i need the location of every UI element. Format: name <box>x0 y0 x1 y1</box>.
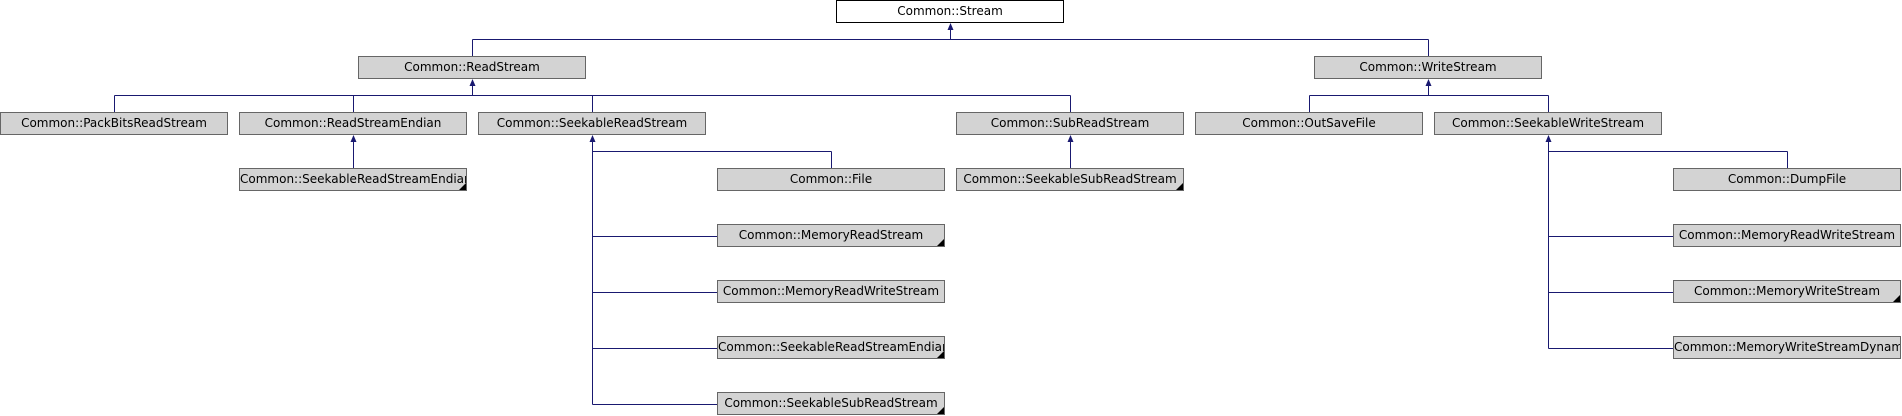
class-node-memread[interactable]: Common::MemoryReadStream <box>717 224 945 247</box>
class-node-memrw1[interactable]: Common::MemoryReadWriteStream <box>717 280 945 303</box>
arrow-into-writestream <box>1425 79 1432 86</box>
arrow-into-stream <box>947 23 954 30</box>
class-node-memrw2[interactable]: Common::MemoryReadWriteStream <box>1673 224 1901 247</box>
arrow-into-seekablewrite <box>1545 135 1552 142</box>
class-node-seekablewrite[interactable]: Common::SeekableWriteStream <box>1434 112 1662 135</box>
arrow-into-subread <box>1067 135 1074 142</box>
class-node-memwrite[interactable]: Common::MemoryWriteStream <box>1673 280 1901 303</box>
class-node-writestream[interactable]: Common::WriteStream <box>1314 56 1542 79</box>
class-node-packbits[interactable]: Common::PackBitsReadStream <box>0 112 228 135</box>
arrow-into-readstream <box>469 79 476 86</box>
class-node-readendian[interactable]: Common::ReadStreamEndian <box>239 112 467 135</box>
class-node-readstream[interactable]: Common::ReadStream <box>358 56 586 79</box>
class-node-outsave[interactable]: Common::OutSaveFile <box>1195 112 1423 135</box>
class-node-seeksub2[interactable]: Common::SeekableSubReadStream <box>956 168 1184 191</box>
class-node-seeksub1[interactable]: Common::SeekableSubReadStream <box>717 392 945 415</box>
class-node-seekreadendian2[interactable]: Common::SeekableReadStreamEndian <box>717 336 945 359</box>
class-node-file[interactable]: Common::File <box>717 168 945 191</box>
class-node-seekableread[interactable]: Common::SeekableReadStream <box>478 112 706 135</box>
class-node-seekreadendian1[interactable]: Common::SeekableReadStreamEndian <box>239 168 467 191</box>
arrow-into-seekableread <box>589 135 596 142</box>
class-node-dumpfile[interactable]: Common::DumpFile <box>1673 168 1901 191</box>
class-node-stream[interactable]: Common::Stream <box>836 0 1064 23</box>
class-node-memwritedyn[interactable]: Common::MemoryWriteStreamDynamic <box>1673 336 1901 359</box>
class-node-subread[interactable]: Common::SubReadStream <box>956 112 1184 135</box>
arrow-into-readendian <box>350 135 357 142</box>
